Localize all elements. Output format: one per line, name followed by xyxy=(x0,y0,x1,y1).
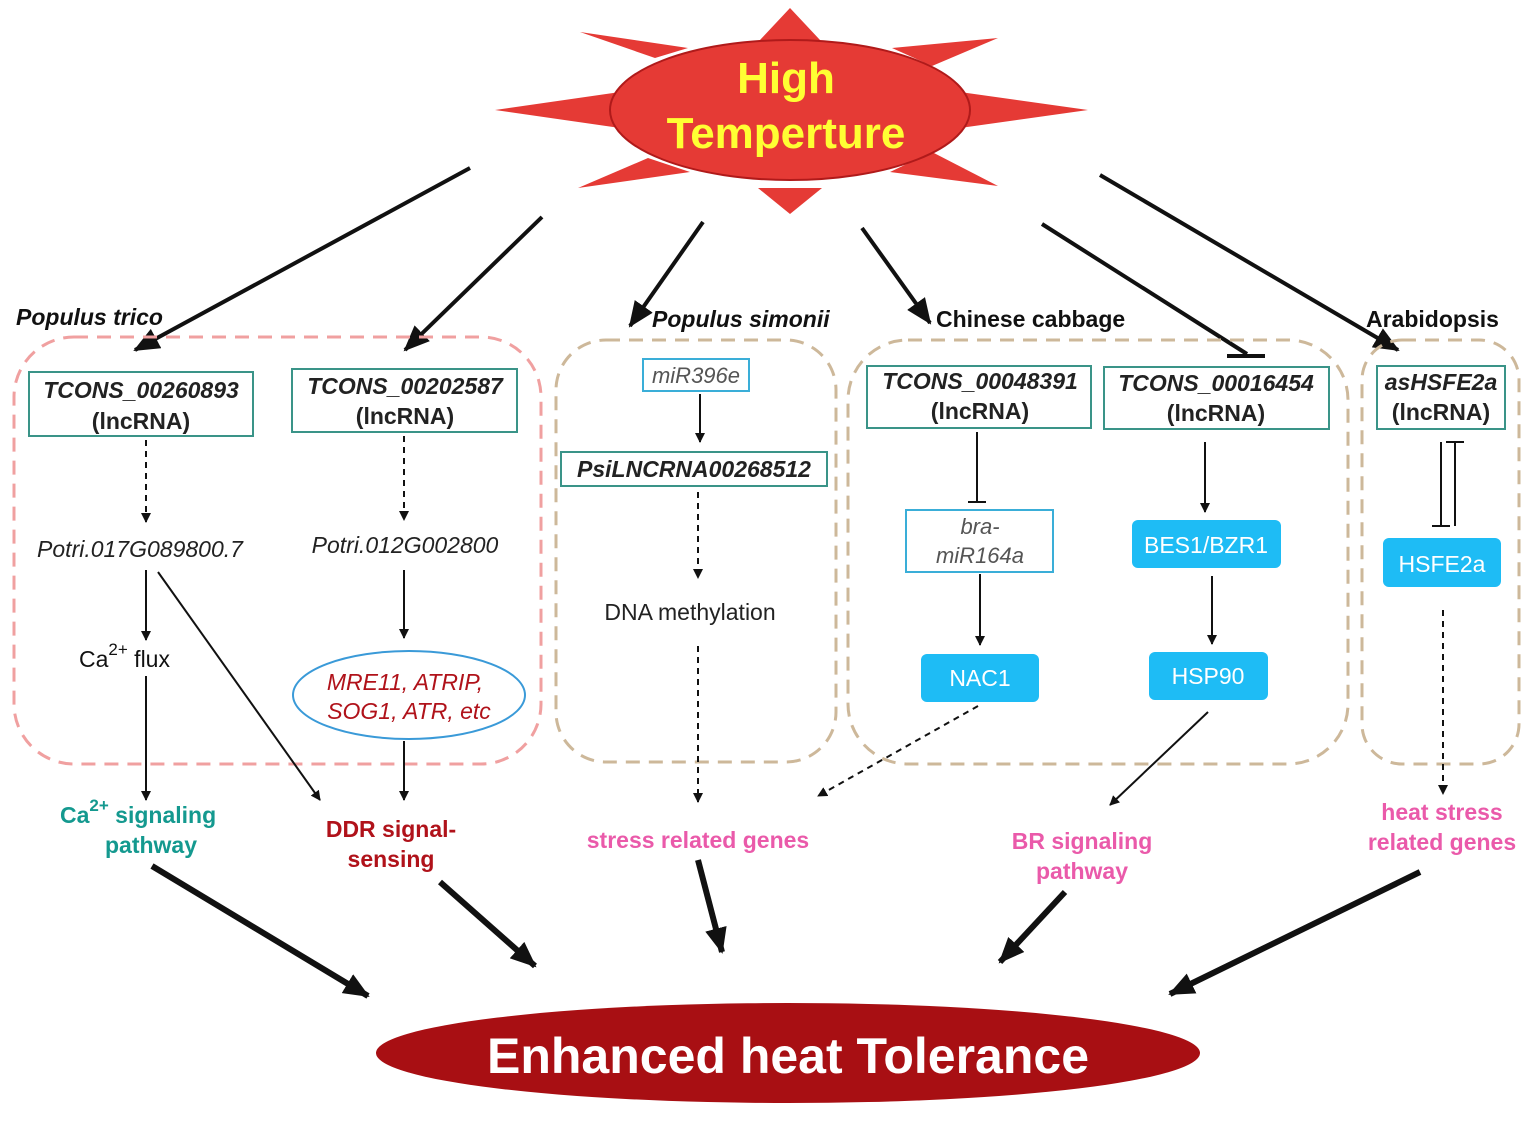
bra-mir-line1: bra- xyxy=(960,514,999,539)
ca-pathway-pre: Ca xyxy=(60,802,90,828)
tcons-016454-name: TCONS_00016454 xyxy=(1118,370,1314,396)
arrow-heat-to-outcome xyxy=(1168,869,1422,997)
arrow-to-mir396e xyxy=(628,220,705,328)
bes1-box xyxy=(1132,520,1281,568)
tcons-048391-type: (lncRNA) xyxy=(931,398,1029,424)
arrow-to-ashsfe2a xyxy=(1098,173,1400,352)
hsfe2a-box xyxy=(1383,538,1501,587)
sun-ray xyxy=(758,188,822,214)
sun-ray xyxy=(760,8,820,40)
bes1-label: BES1/BZR1 xyxy=(1144,532,1268,558)
ca-pathway-post: signaling xyxy=(109,802,216,828)
ca-flux-post: flux xyxy=(128,646,171,672)
tcons-016454-node: TCONS_00016454 (lncRNA) xyxy=(1103,366,1330,430)
potri-012-gene: Potri.012G002800 xyxy=(312,532,499,558)
tcons-260893-type: (lncRNA) xyxy=(92,408,190,434)
arrow-potri017-to-ddr xyxy=(157,571,321,801)
arrow-to-tcons-260893 xyxy=(133,166,471,352)
tcons-260893-node: TCONS_00260893 (lncRNA) xyxy=(28,371,254,437)
ca-flux-sup: 2+ xyxy=(108,640,127,659)
sun-ray xyxy=(580,32,688,58)
mir396e-label: miR396e xyxy=(652,363,740,388)
dna-methylation-label: DNA methylation xyxy=(604,599,775,625)
populus-simonii-frame xyxy=(554,338,838,764)
sun-label-line2: Temperture xyxy=(667,109,906,158)
ddr-output-line1: DDR signal- xyxy=(326,816,456,842)
nac1-label: NAC1 xyxy=(949,665,1010,691)
arrow-to-tcons-202587 xyxy=(403,215,544,352)
species-populus-simonii: Populus simonii xyxy=(652,306,830,332)
tcons-048391-name: TCONS_00048391 xyxy=(882,368,1078,394)
tcons-016454-box xyxy=(1103,366,1330,430)
ca-flux-pre: Ca xyxy=(79,646,109,672)
heat-genes-line2: related genes xyxy=(1368,829,1516,855)
hsfe2a-label: HSFE2a xyxy=(1399,551,1486,577)
ashsfe2a-node: asHSFE2a (lncRNA) xyxy=(1376,365,1506,430)
sun-ray xyxy=(578,158,690,188)
ddr-genes-line1: MRE11, ATRIP, xyxy=(327,669,483,695)
ashsfe2a-type: (lncRNA) xyxy=(1392,399,1490,425)
arrow-br-to-outcome xyxy=(997,889,1068,965)
tcons-202587-name: TCONS_00202587 xyxy=(307,373,504,399)
tcons-048391-box xyxy=(866,365,1092,429)
ca-flux-label: Ca2+ flux xyxy=(79,640,170,672)
ddr-genes-ellipse xyxy=(292,650,526,740)
arrow-ddr-to-outcome xyxy=(438,879,537,969)
tcons-048391-node: TCONS_00048391 (lncRNA) xyxy=(866,365,1092,429)
species-arabidopsis: Arabidopsis xyxy=(1366,306,1499,332)
ca-pathway-sup: 2+ xyxy=(89,796,108,815)
br-output-line2: pathway xyxy=(1036,858,1128,884)
nac1-box xyxy=(921,654,1039,702)
outcome-arrows xyxy=(150,859,1422,999)
sun-ray xyxy=(892,38,998,66)
bra-mir-line2: miR164a xyxy=(936,543,1024,568)
tcons-260893-box xyxy=(28,371,254,437)
ca-pathway-line1: Ca2+ signaling xyxy=(60,796,216,828)
arabidopsis-frame xyxy=(1360,338,1521,766)
arrow-to-chinese-cabbage xyxy=(860,226,932,325)
outcome-ellipse xyxy=(376,1003,1200,1103)
tcons-016454-type: (lncRNA) xyxy=(1167,400,1265,426)
populus-trico-frame xyxy=(12,335,543,766)
ashsfe2a-name: asHSFE2a xyxy=(1385,369,1498,395)
tcons-202587-box xyxy=(291,368,518,433)
ddr-genes-line2: SOG1, ATR, etc xyxy=(327,698,491,724)
species-chinese-cabbage: Chinese cabbage xyxy=(936,306,1125,332)
bra-mir-box xyxy=(905,509,1054,573)
hsp90-box xyxy=(1149,652,1268,700)
mir396e-box xyxy=(642,358,750,392)
stress-genes-output: stress related genes xyxy=(587,827,809,853)
psilncrna-box xyxy=(560,451,828,487)
sun-ray xyxy=(960,92,1088,128)
ca-pathway-line2: pathway xyxy=(105,832,197,858)
tcons-202587-type: (lncRNA) xyxy=(356,403,454,429)
high-temperature-sun: High Temperture xyxy=(495,8,1088,214)
ashsfe2a-box xyxy=(1376,365,1506,430)
sun-body xyxy=(609,39,971,181)
outcome-label: Enhanced heat Tolerance xyxy=(487,1028,1089,1084)
ddr-output-line2: sensing xyxy=(348,846,435,872)
tcons-260893-name: TCONS_00260893 xyxy=(43,377,239,403)
inhibit-to-tcons-016454 xyxy=(1040,222,1249,356)
arrow-hsp90-to-br xyxy=(1109,711,1209,806)
arrow-ca-to-outcome xyxy=(150,863,370,999)
chinese-cabbage-frame xyxy=(846,338,1350,766)
species-populus-trico: Populus trico xyxy=(16,304,163,330)
sun-ray xyxy=(495,92,620,128)
hsp90-label: HSP90 xyxy=(1172,663,1245,689)
psilncrna-label: PsiLNCRNA00268512 xyxy=(577,456,811,482)
arrow-stress-to-outcome xyxy=(695,859,727,954)
br-output-line1: BR signaling xyxy=(1012,828,1153,854)
dashed-arrow-nac1-to-stress xyxy=(817,705,979,797)
heat-genes-line1: heat stress xyxy=(1381,799,1502,825)
tcons-202587-node: TCONS_00202587 (lncRNA) xyxy=(291,368,518,433)
sun-arrows xyxy=(133,166,1400,358)
potri-017-gene: Potri.017G089800.7 xyxy=(37,536,244,562)
sun-label-line1: High xyxy=(737,54,835,103)
